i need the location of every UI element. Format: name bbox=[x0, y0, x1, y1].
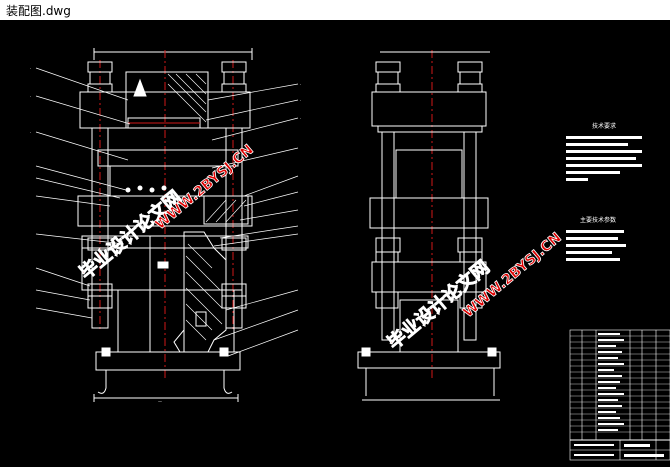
left-section-view: — bbox=[30, 48, 301, 404]
cad-drawing: — bbox=[30, 48, 670, 461]
svg-text:—: — bbox=[158, 399, 162, 404]
drawing-canvas[interactable]: — bbox=[0, 20, 670, 463]
svg-text:·: · bbox=[300, 116, 301, 121]
svg-text:·: · bbox=[30, 130, 31, 135]
svg-text:·: · bbox=[30, 66, 31, 71]
notes-area: 技术要求 主要技术参数 bbox=[566, 122, 642, 261]
svg-text:·: · bbox=[30, 94, 31, 99]
file-tab[interactable]: 装配图.dwg bbox=[0, 0, 670, 21]
file-title: 装配图.dwg bbox=[6, 4, 71, 18]
right-front-view bbox=[357, 50, 501, 401]
svg-text:·: · bbox=[300, 98, 301, 103]
tech-requirements-title: 技术要求 bbox=[592, 122, 616, 130]
main-params-title: 主要技术参数 bbox=[580, 216, 616, 224]
parts-list-table bbox=[569, 329, 670, 461]
svg-text:·: · bbox=[300, 82, 301, 87]
